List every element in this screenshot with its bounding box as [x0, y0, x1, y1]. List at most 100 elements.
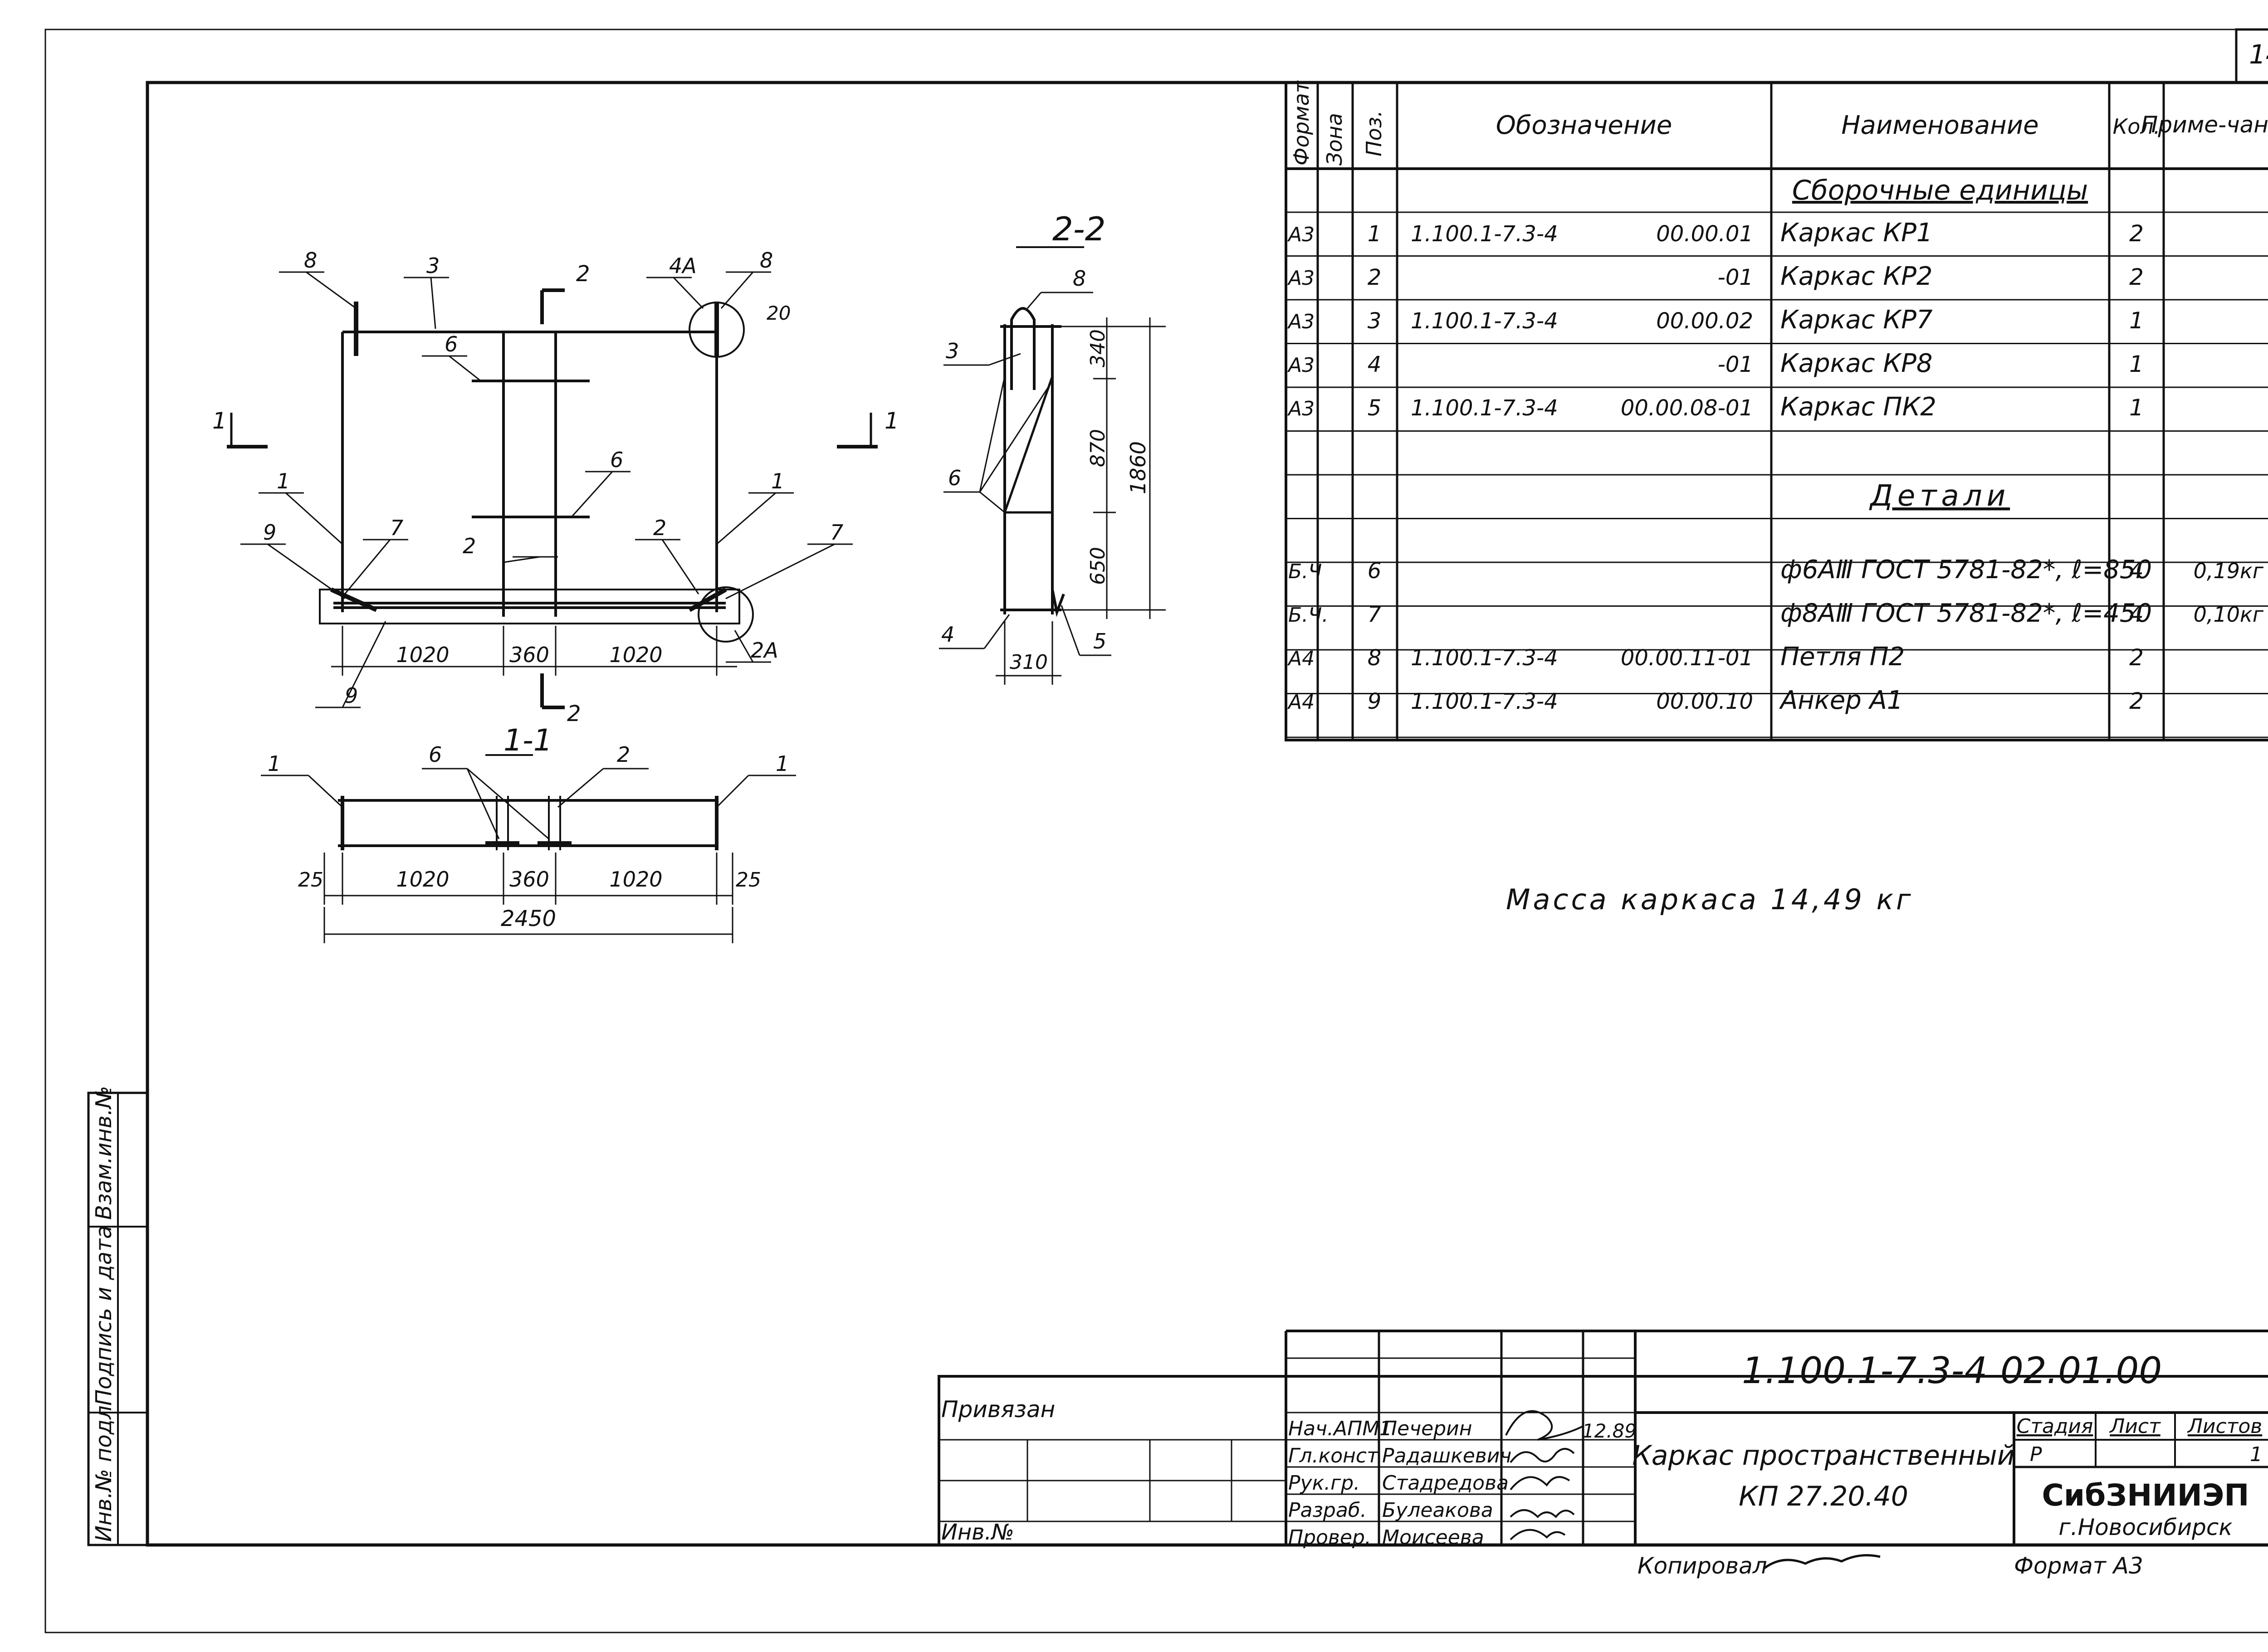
- spec-row-note: 0,19кг: [2194, 559, 2264, 583]
- sheets-label: Листов: [2187, 1415, 2262, 1438]
- copied-by-signature: [1764, 1554, 1881, 1569]
- spec-row-qty: 4: [2129, 557, 2144, 584]
- outer-border: [44, 29, 2268, 1633]
- spec-row-format: А3: [1287, 223, 1315, 246]
- plan-dim: 25: [298, 868, 323, 892]
- org-name: СибЗНИИЭП: [2042, 1478, 2249, 1513]
- role-person: Моисеева: [1382, 1526, 1484, 1549]
- stage-value: Р: [2030, 1443, 2042, 1466]
- role-person: Булеакова: [1382, 1499, 1493, 1522]
- role-title: Гл.конст: [1288, 1444, 1379, 1467]
- spec-header-name: Наименование: [1841, 111, 2038, 140]
- org-city: г.Новосибирск: [2058, 1514, 2232, 1540]
- spec-row-format: А4: [1287, 691, 1315, 714]
- side-dim: 870: [1086, 429, 1110, 467]
- spec-row-qty: 1: [2129, 351, 2144, 377]
- spec-row-format: Б.Ч.: [1288, 604, 1328, 627]
- spec-row-suffix: 00.00.11-01: [1621, 645, 1753, 671]
- spec-row-qty: 2: [2129, 220, 2144, 247]
- spec-header-zone: Зона: [1322, 113, 1347, 166]
- role-person: Радашкевич: [1382, 1444, 1511, 1467]
- view-title-1-1: 1-1: [503, 723, 552, 758]
- front-dim: 360: [509, 643, 549, 667]
- callout: 7: [390, 516, 403, 540]
- front-dim: 1020: [396, 643, 449, 667]
- spec-row-name: Каркас КР7: [1780, 305, 1933, 335]
- spec-row-format: Б.Ч: [1288, 560, 1322, 583]
- role-title: Разраб.: [1288, 1499, 1367, 1522]
- spec-row-pos: 2: [1368, 265, 1382, 290]
- spec-row-name: Каркас ПК2: [1780, 392, 1936, 422]
- spec-row-name: Каркас КР2: [1780, 262, 1933, 291]
- spec-row-format: А3: [1287, 397, 1315, 420]
- plan-dim: 1020: [396, 867, 449, 892]
- mass-note: Масса каркаса 14,49 кг: [1506, 883, 1914, 916]
- page-number: 14: [2249, 39, 2268, 70]
- spec-row-suffix: 00.00.10: [1656, 689, 1753, 714]
- side-dim-width: 310: [1010, 651, 1048, 674]
- side-stamp: Инв.№ подл Подпись и дата Взам.инв.№: [87, 1086, 149, 1546]
- section-mark-2: 2: [576, 261, 590, 287]
- callout: 3: [946, 339, 959, 363]
- inner-frame: [146, 81, 2268, 1547]
- plan-dim-total: 2450: [501, 906, 556, 931]
- stage-label: Стадия: [2017, 1415, 2093, 1438]
- spec-row-pos: 5: [1368, 395, 1382, 421]
- spec-row-qty: 2: [2129, 264, 2144, 290]
- signatures: [1505, 1410, 1584, 1540]
- section-mark-1: 1: [212, 408, 227, 434]
- spec-row-name: Каркас КР1: [1780, 218, 1933, 248]
- view-title-2-2: 2-2: [1052, 210, 1106, 248]
- spec-row-format: А3: [1287, 310, 1315, 333]
- callout: 6: [429, 742, 442, 767]
- spec-header-designation: Обозначение: [1496, 111, 1672, 140]
- doc-title-line1: Каркас пространственный: [1632, 1440, 2015, 1472]
- copied-by-label: Копировал: [1637, 1553, 1767, 1579]
- spec-row-code: 1.100.1-7.3-4: [1411, 689, 1558, 714]
- spec-row-code: 1.100.1-7.3-4: [1411, 395, 1558, 421]
- spec-row-pos: 9: [1368, 689, 1382, 714]
- spec-row-qty: 4: [2129, 601, 2144, 627]
- front-dim-20: 20: [767, 302, 791, 324]
- doc-sub: 02.01.00: [2000, 1350, 2162, 1392]
- spec-row-pos: 3: [1368, 308, 1382, 334]
- sheets-value: 1: [2250, 1443, 2263, 1466]
- callout: 9: [345, 683, 358, 708]
- spec-row-pos: 7: [1368, 602, 1382, 627]
- spec-row-suffix: 00.00.01: [1656, 221, 1753, 247]
- spec-row-format: А4: [1287, 647, 1315, 670]
- spec-row-suffix: 00.00.02: [1656, 308, 1753, 334]
- spec-row-suffix: 00.00.08-01: [1621, 395, 1753, 421]
- front-dim: 1020: [609, 643, 662, 667]
- spec-header-note: Приме-чание: [2141, 112, 2268, 138]
- callout: 1: [776, 751, 789, 776]
- callout: 1: [771, 469, 784, 493]
- spec-row-format: А3: [1287, 267, 1315, 290]
- side-dim-total: 1860: [1126, 441, 1150, 494]
- callout: 8: [1073, 266, 1086, 291]
- spec-row-code: 1.100.1-7.3-4: [1411, 645, 1558, 671]
- callout: 8: [760, 248, 773, 273]
- doc-title-line2: КП 27.20.40: [1739, 1481, 1908, 1512]
- callout: 8: [304, 248, 317, 273]
- role-person: Печерин: [1382, 1417, 1472, 1440]
- spec-row-pos: 8: [1368, 645, 1382, 671]
- callout: 1: [277, 469, 290, 493]
- callout: 4: [941, 622, 954, 647]
- spec-row-qty: 1: [2129, 395, 2144, 421]
- spec-row-suffix: -01: [1718, 265, 1753, 290]
- inv-no-label: Инв.№: [941, 1520, 1014, 1545]
- side-dim: 650: [1086, 547, 1110, 585]
- spec-row-qty: 2: [2129, 688, 2144, 714]
- section-mark-1: 1: [885, 408, 899, 434]
- callout: 5: [1093, 629, 1106, 653]
- spec-row-qty: 2: [2129, 644, 2144, 671]
- callout: 6: [610, 448, 623, 472]
- callout: 9: [263, 520, 276, 545]
- callout: 6: [948, 466, 961, 490]
- format-label: Формат А3: [2014, 1553, 2143, 1579]
